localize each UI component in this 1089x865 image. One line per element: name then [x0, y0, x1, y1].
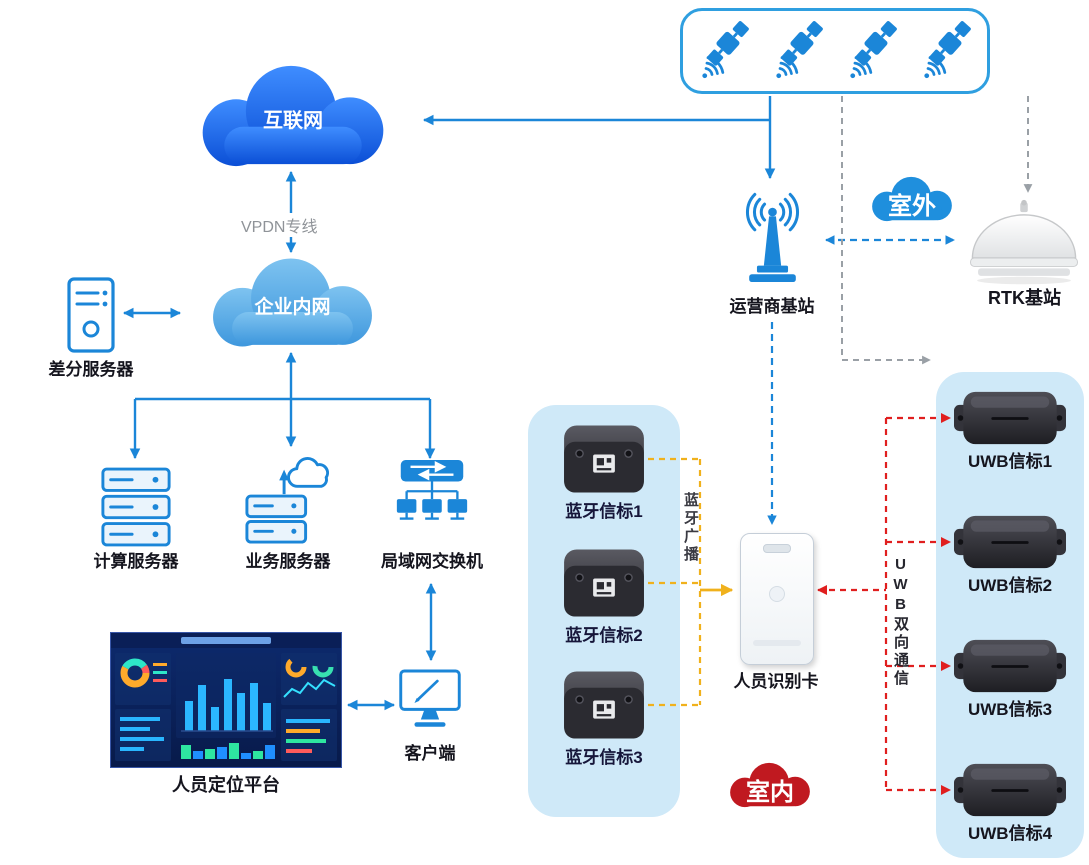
- satellite-icon: [700, 16, 754, 80]
- diff-server-icon: [62, 276, 120, 361]
- business-server-icon: [243, 454, 333, 551]
- business-server-label: 业务服务器: [245, 552, 331, 571]
- bt-beacon1-icon: [558, 420, 650, 503]
- satellite-group-box: [680, 8, 990, 94]
- lan-switch-icon: [391, 456, 473, 553]
- bt-beacon3-icon: [558, 666, 650, 749]
- card-logo: [769, 586, 785, 602]
- card-slot: [763, 544, 791, 553]
- uwb-beacon4-label: UWB信标4: [967, 824, 1053, 843]
- uwb-beacon1-icon: [954, 389, 1066, 452]
- uwb-comm-label: UWB双向通信: [892, 556, 909, 688]
- uwb-beacon3-label: UWB信标3: [967, 700, 1053, 719]
- person-card-device: [740, 533, 814, 665]
- person-card-label: 人员识别卡: [733, 672, 819, 691]
- carrier-station-icon: [725, 182, 820, 299]
- uwb-beacon3-icon: [954, 637, 1066, 700]
- satellite-icon: [922, 16, 976, 80]
- compute-server-icon: [99, 466, 173, 553]
- uwb-beacon2-icon: [954, 513, 1066, 576]
- outdoor-label: 室外: [888, 193, 936, 220]
- platform-label: 人员定位平台: [172, 775, 280, 795]
- bt-beacon2-label: 蓝牙信标2: [565, 626, 643, 645]
- uwb-beacon4-icon: [954, 761, 1066, 824]
- bt-beacon1-label: 蓝牙信标1: [565, 502, 643, 521]
- vpdn-link-label: VPDN专线: [238, 213, 321, 237]
- rtk-station-icon: [960, 198, 1088, 293]
- carrier-station-label: 运营商基站: [729, 297, 815, 316]
- client-label: 客户端: [404, 744, 456, 763]
- uwb-beacon1-label: UWB信标1: [967, 452, 1053, 471]
- satellite-icon: [848, 16, 902, 80]
- bt-beacon3-label: 蓝牙信标3: [565, 748, 643, 767]
- lan-switch-label: 局域网交换机: [381, 552, 483, 571]
- platform-screenshot: [110, 632, 342, 768]
- internet-cloud-icon: [168, 62, 418, 170]
- link-satellite-uwbpanel: [841, 96, 931, 365]
- indoor-label: 室内: [746, 779, 794, 806]
- bt-broadcast-label: 蓝牙广播: [682, 492, 699, 564]
- internet-cloud-label: 互联网: [263, 110, 323, 132]
- indoor-cloud-icon: [718, 754, 822, 816]
- intranet-cloud-label: 企业内网: [254, 297, 331, 318]
- intranet-cloud-icon: [185, 255, 400, 350]
- uwb-beacon2-label: UWB信标2: [967, 576, 1053, 595]
- satellite-icon: [774, 16, 828, 80]
- bt-beacon2-icon: [558, 544, 650, 627]
- diff-server-label: 差分服务器: [48, 360, 134, 379]
- compute-server-label: 计算服务器: [93, 552, 179, 571]
- card-stripe: [753, 640, 801, 646]
- rtk-station-label: RTK基站: [988, 288, 1061, 308]
- outdoor-cloud-icon: [860, 168, 964, 230]
- client-icon: [398, 666, 462, 745]
